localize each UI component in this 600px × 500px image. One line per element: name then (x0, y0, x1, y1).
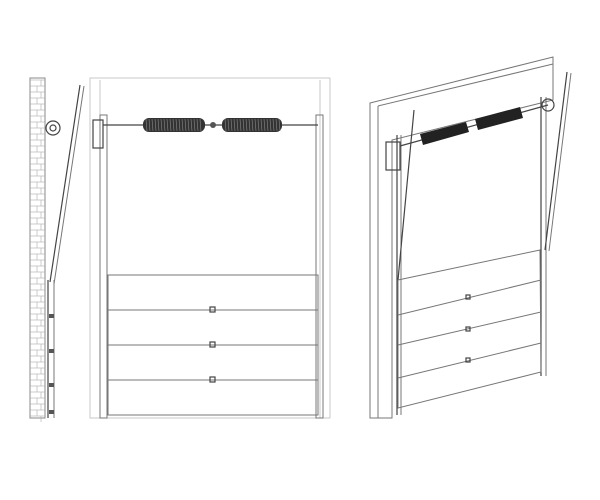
cable-drum (45, 120, 61, 136)
center-bracket (210, 122, 216, 128)
brick-pattern (30, 79, 45, 422)
left-bracket (92, 119, 104, 149)
cable-drum (541, 98, 555, 112)
hinge (209, 376, 216, 383)
left-bracket (385, 141, 401, 171)
torsion-spring-left (420, 122, 469, 145)
door-panels (397, 249, 542, 409)
torsion-spring-left (143, 118, 205, 132)
side-view (29, 77, 85, 422)
side-track-incline (49, 84, 81, 283)
hinge (209, 341, 216, 348)
torsion-spring-right (222, 118, 282, 132)
torsion-spring-right (475, 107, 523, 130)
right-track-incline (544, 71, 568, 251)
wall-frame (369, 56, 554, 419)
hinge (209, 306, 216, 313)
right-track (315, 114, 324, 419)
front-view (89, 77, 331, 419)
left-track-incline (397, 109, 415, 281)
perspective-view (369, 56, 572, 419)
side-rollers (49, 314, 54, 414)
left-track (99, 114, 108, 419)
door-panels (107, 274, 319, 416)
opening-frame (89, 77, 331, 419)
